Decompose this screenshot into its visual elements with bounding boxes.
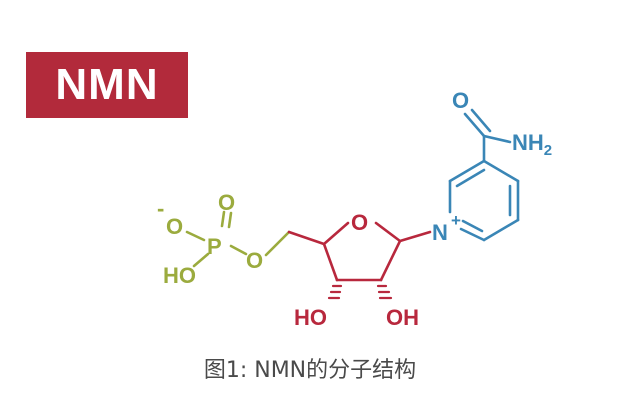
phosphate-p: P bbox=[207, 234, 222, 259]
bond-p-odouble-a bbox=[220, 210, 226, 228]
ring-bond-c2-c3 bbox=[448, 159, 486, 183]
bond-c4-c3 bbox=[322, 242, 339, 282]
bond-c1-ringn bbox=[398, 230, 432, 243]
nicotinamide-amide: NH2 bbox=[512, 130, 552, 159]
phosphate-charge: - bbox=[157, 196, 164, 221]
ribose-ho-left: HO bbox=[294, 305, 327, 330]
nmn-structure-diagram: - O P O HO O O HO OH bbox=[157, 88, 552, 330]
nicotinamide-ring-charge: + bbox=[451, 211, 461, 230]
bond-ominus-p bbox=[185, 230, 206, 242]
ring-double-c6-n bbox=[461, 219, 484, 233]
ribose-group bbox=[287, 221, 432, 282]
bond-c2-c1 bbox=[379, 239, 402, 282]
nicotinamide-ring-n: N bbox=[432, 220, 448, 245]
bond-carbonyl-o-a bbox=[463, 112, 486, 138]
ring-bond-c6-n bbox=[459, 227, 486, 242]
ribose-oh-right: OH bbox=[386, 305, 419, 330]
ring-double-c2-c3 bbox=[455, 168, 486, 188]
nicotinamide-labels: O NH2 N + bbox=[432, 88, 552, 245]
phosphate-ho: HO bbox=[163, 263, 196, 288]
bond-carbonyl-n bbox=[482, 134, 512, 144]
bond-ringo-c1 bbox=[374, 221, 402, 243]
phosphate-group bbox=[185, 210, 291, 268]
bond-p-odouble-b bbox=[227, 211, 233, 229]
bond-p-obridge bbox=[229, 244, 248, 256]
amide-nh: NH bbox=[512, 130, 544, 155]
bond-c4-ringo bbox=[322, 221, 350, 246]
ribose-ring-o: O bbox=[351, 210, 368, 235]
nicotinamide-group bbox=[448, 108, 520, 242]
bond-carbonyl-o-b bbox=[470, 108, 492, 133]
bond-obridge-ch2 bbox=[264, 230, 291, 257]
ribose-hash-bonds bbox=[327, 284, 393, 300]
phosphate-labels: - O P O HO O bbox=[157, 190, 263, 288]
phosphate-o-bridge: O bbox=[246, 248, 263, 273]
ring-bond-c5-c6 bbox=[482, 218, 520, 242]
bond-p-ho bbox=[192, 252, 210, 268]
ribose-labels: O HO OH bbox=[294, 210, 419, 330]
figure-caption: 图1: NMN的分子结构 bbox=[203, 358, 417, 383]
phosphate-o-double: O bbox=[218, 190, 235, 215]
amide-subscript: 2 bbox=[544, 142, 552, 159]
ring-bond-c3-c4 bbox=[482, 159, 520, 183]
bond-ch2-c4 bbox=[287, 230, 326, 246]
phosphate-o-minus: O bbox=[166, 214, 183, 239]
nicotinamide-carbonyl-o: O bbox=[452, 88, 469, 113]
nmn-title-badge: NMN bbox=[26, 52, 188, 118]
